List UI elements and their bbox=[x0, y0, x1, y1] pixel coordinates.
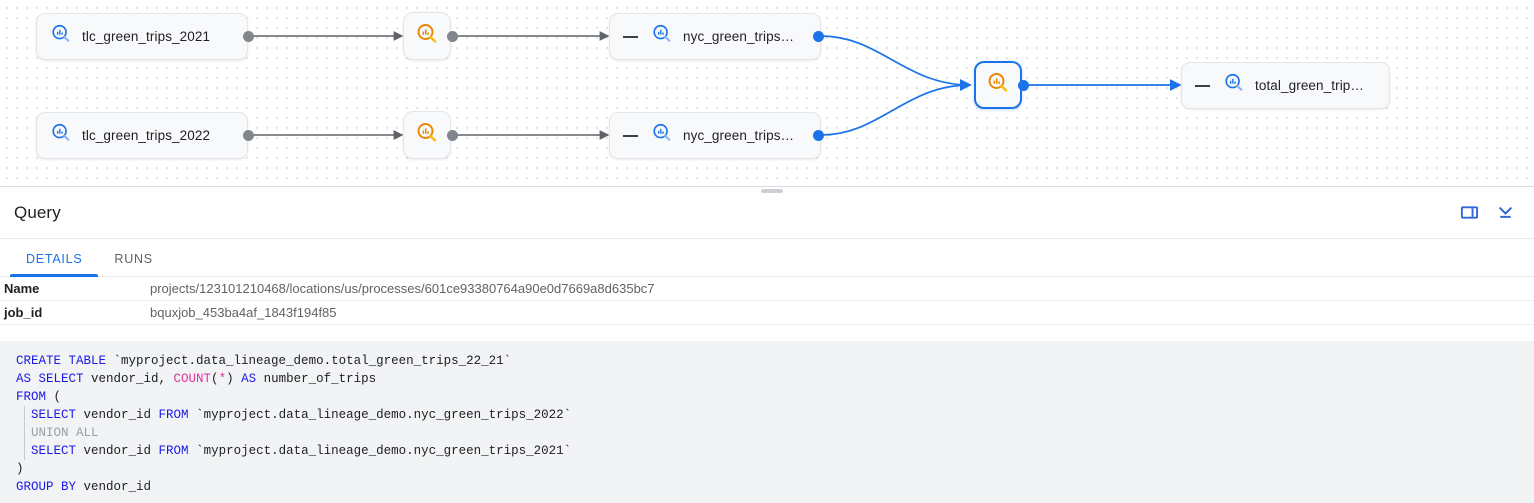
lineage-node-nyc-green-trips-2022[interactable]: nyc_green_trips… bbox=[609, 112, 821, 159]
node-output-port[interactable] bbox=[813, 130, 824, 141]
lineage-search-blue-icon bbox=[651, 122, 673, 149]
lineage-search-blue-icon bbox=[1223, 72, 1245, 99]
node-output-port[interactable] bbox=[447, 130, 458, 141]
lineage-node-nyc-green-trips-2021[interactable]: nyc_green_trips… bbox=[609, 13, 821, 60]
lineage-process-node-1[interactable] bbox=[403, 12, 451, 60]
details-value: bquxjob_453ba4af_1843f194f85 bbox=[150, 305, 337, 320]
lineage-node-label: total_green_trip… bbox=[1255, 78, 1365, 93]
lineage-node-total-green-trips[interactable]: total_green_trip… bbox=[1181, 62, 1390, 109]
node-output-port[interactable] bbox=[447, 31, 458, 42]
query-panel-header: Query bbox=[0, 187, 1534, 239]
lineage-search-blue-icon bbox=[50, 23, 72, 50]
node-output-port[interactable] bbox=[243, 130, 254, 141]
lineage-node-label: tlc_green_trips_2021 bbox=[82, 29, 211, 44]
collapse-toggle-icon[interactable] bbox=[623, 134, 638, 137]
lineage-search-blue-icon bbox=[651, 23, 673, 50]
lineage-process-node-2[interactable] bbox=[403, 111, 451, 159]
lineage-node-tlc-green-trips-2021[interactable]: tlc_green_trips_2021 bbox=[36, 13, 248, 60]
query-panel-tabs[interactable]: DETAILS RUNS bbox=[0, 239, 1534, 277]
collapse-toggle-icon[interactable] bbox=[623, 35, 638, 38]
lineage-node-tlc-green-trips-2022[interactable]: tlc_green_trips_2022 bbox=[36, 112, 248, 159]
lineage-node-label: nyc_green_trips… bbox=[683, 29, 795, 44]
collapse-panel-icon[interactable] bbox=[1490, 198, 1520, 228]
sql-code-text: CREATE TABLE `myproject.data_lineage_dem… bbox=[16, 354, 572, 494]
node-output-port[interactable] bbox=[813, 31, 824, 42]
lineage-graph-canvas[interactable]: tlc_green_trips_2021 tlc_green_trips_202… bbox=[0, 0, 1534, 187]
details-value: projects/123101210468/locations/us/proce… bbox=[150, 281, 655, 296]
details-key: Name bbox=[4, 281, 40, 296]
lineage-node-label: tlc_green_trips_2022 bbox=[82, 128, 211, 143]
panel-divider bbox=[0, 186, 1534, 187]
tab-runs[interactable]: RUNS bbox=[114, 252, 153, 266]
sql-code-block[interactable]: CREATE TABLE `myproject.data_lineage_dem… bbox=[0, 341, 1534, 503]
panel-title: Query bbox=[14, 202, 61, 222]
details-row: job_id bquxjob_453ba4af_1843f194f85 bbox=[0, 301, 1534, 325]
query-panel: Query DETAILS RUNS Name projects/1231012… bbox=[0, 187, 1534, 503]
lineage-search-orange-icon bbox=[986, 71, 1010, 100]
collapse-toggle-icon[interactable] bbox=[1195, 84, 1210, 87]
node-output-port[interactable] bbox=[1018, 80, 1029, 91]
details-table: Name projects/123101210468/locations/us/… bbox=[0, 277, 1534, 325]
node-output-port[interactable] bbox=[243, 31, 254, 42]
details-key: job_id bbox=[4, 305, 43, 320]
lineage-search-orange-icon bbox=[415, 22, 439, 51]
indent-guide bbox=[24, 406, 25, 460]
details-row: Name projects/123101210468/locations/us/… bbox=[0, 277, 1534, 301]
lineage-process-node-selected[interactable] bbox=[974, 61, 1022, 109]
lineage-search-orange-icon bbox=[415, 121, 439, 150]
panel-resize-handle[interactable] bbox=[761, 189, 783, 193]
lineage-edges bbox=[248, 31, 1182, 140]
tab-details[interactable]: DETAILS bbox=[10, 252, 99, 277]
lineage-node-label: nyc_green_trips… bbox=[683, 128, 795, 143]
lineage-search-blue-icon bbox=[50, 122, 72, 149]
split-panel-icon[interactable] bbox=[1454, 198, 1484, 228]
